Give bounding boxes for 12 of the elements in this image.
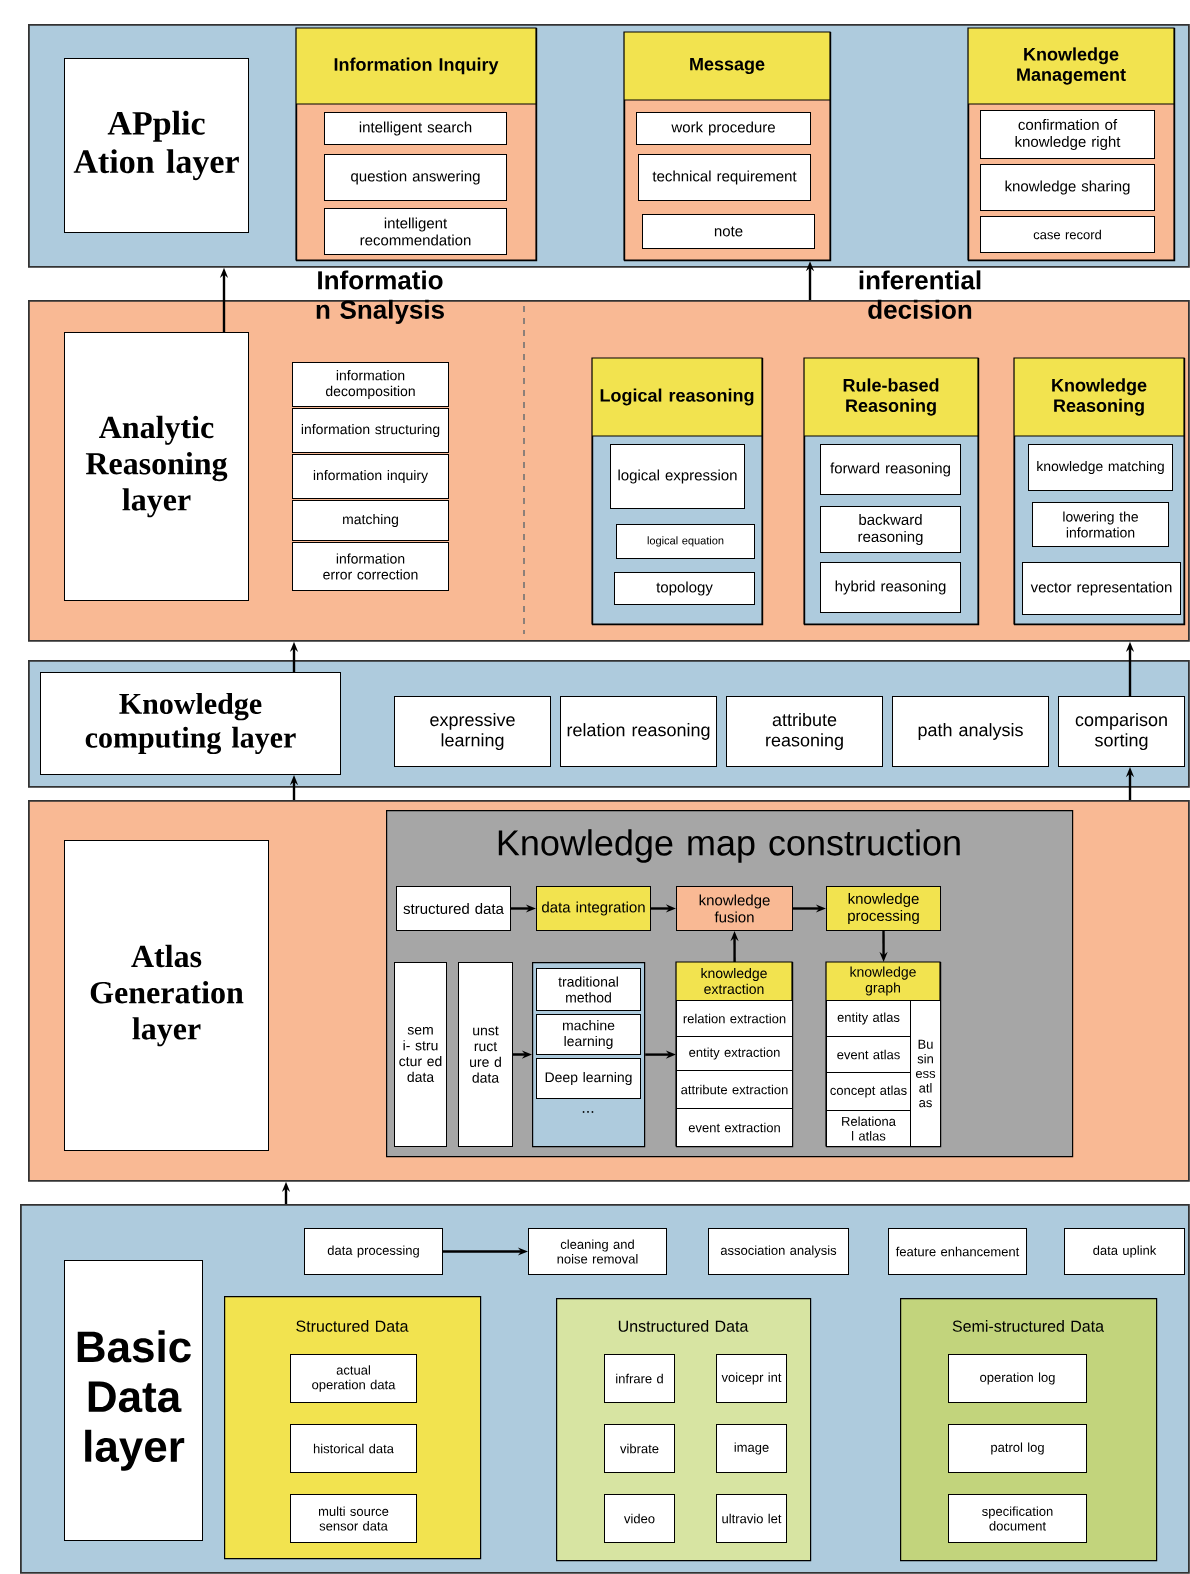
layer-label: Basic Data layer: [64, 1260, 203, 1541]
item-box: comparison sorting: [1058, 696, 1185, 767]
layer-label: Knowledge computing layer: [40, 672, 341, 775]
layer-label: Atlas Generation layer: [64, 840, 269, 1151]
item-box: relation reasoning: [560, 696, 717, 767]
item-box: path analysis: [892, 696, 1049, 767]
layer-label: Analytic Reasoning layer: [64, 332, 249, 601]
item-box: attribute reasoning: [726, 696, 883, 767]
section-heading: inferential decision: [859, 270, 981, 319]
item-box: expressive learning: [394, 696, 551, 767]
layer-label: APplic Ation layer: [64, 58, 249, 233]
section-heading: Informatio n Snalysis: [316, 270, 444, 324]
